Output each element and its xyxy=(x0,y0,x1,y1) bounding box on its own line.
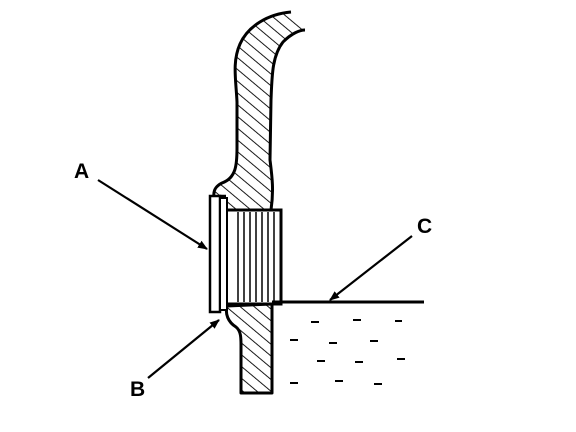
callout-label-b: B xyxy=(130,378,145,401)
leader-line-b xyxy=(147,319,220,379)
callout-b: B xyxy=(130,319,220,401)
leader-line-a xyxy=(97,179,208,250)
housing-wall-lower xyxy=(224,302,274,395)
leader-line-c xyxy=(329,235,413,301)
housing-wall-upper xyxy=(212,10,306,212)
callout-c: C xyxy=(329,215,432,301)
callout-a: A xyxy=(74,160,208,250)
oil-seal xyxy=(224,208,283,306)
callout-label-a: A xyxy=(74,160,89,183)
flat-plate xyxy=(208,194,228,314)
fluid-marks xyxy=(290,319,405,385)
callout-label-c: C xyxy=(417,215,432,238)
